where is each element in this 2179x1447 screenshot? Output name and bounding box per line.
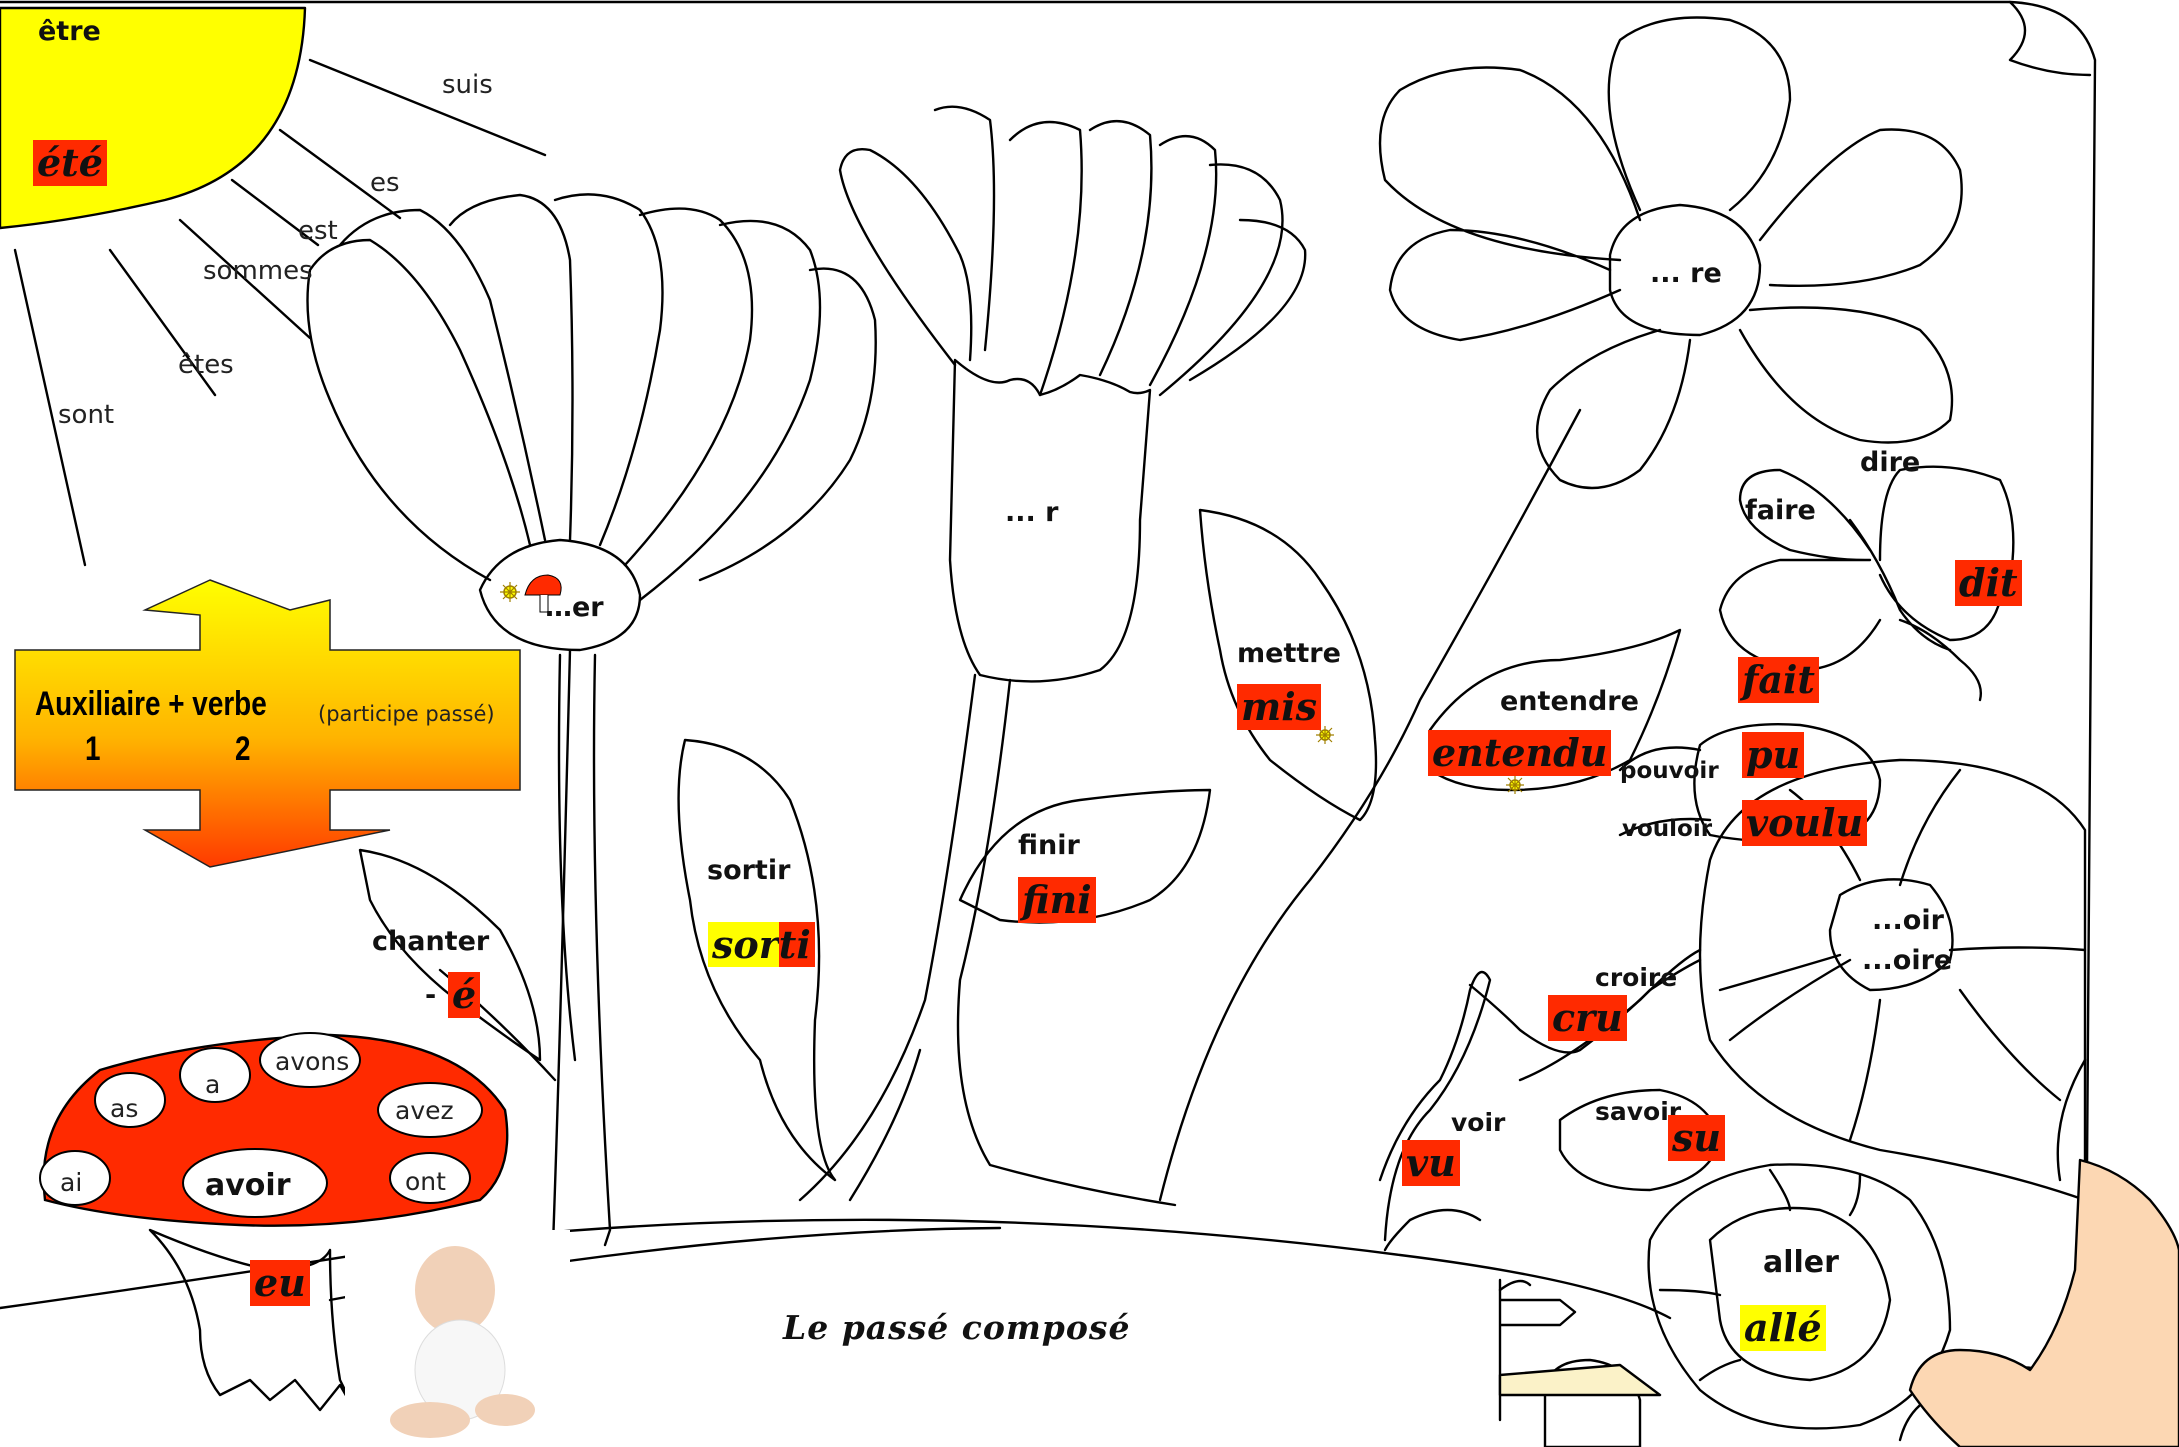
etre-form-etes: êtes [178, 350, 234, 380]
re-flower-petals [1378, 16, 1963, 490]
mushroom-icon [524, 574, 562, 613]
pouvoir-shell [1693, 722, 1882, 843]
sun-rays [13, 58, 547, 567]
re-flower-center [1608, 203, 1762, 337]
rule-note: (participe passé) [318, 702, 495, 726]
aller-infinitive: aller [1763, 1245, 1839, 1280]
sortir-infinitive: sortir [707, 855, 791, 886]
signpost [1498, 1278, 1577, 1422]
sun-icon [1506, 776, 1524, 794]
mettre-infinitive: mettre [1237, 638, 1341, 669]
dire-infinitive: dire [1860, 447, 1921, 478]
finir-infinitive: finir [1018, 830, 1080, 861]
ground [0, 1218, 1672, 1320]
sortir-participle-stem: sor [708, 922, 779, 967]
finir-participle: fini [1018, 877, 1096, 923]
faire-participle: fait [1738, 657, 1819, 703]
entendre-participle: entendu [1428, 730, 1612, 776]
mettre-leaf [1198, 508, 1378, 822]
etre-participle: été [33, 140, 107, 186]
chanter-leaf [358, 848, 542, 1062]
baby-photo [345, 1230, 570, 1447]
aller-participle: allé [1740, 1305, 1826, 1351]
rule-arrow [14, 579, 521, 868]
croire-participle: cru [1548, 995, 1627, 1041]
etre-form-sommes: sommes [203, 256, 313, 286]
sortir-leaf [677, 738, 837, 1182]
page-title: Le passé composé [783, 1308, 1131, 1347]
group-oir: ...oir [1872, 905, 1944, 936]
etre-label: être [38, 16, 101, 47]
faire-infinitive: faire [1745, 495, 1816, 526]
etre-form-sont: sont [58, 400, 115, 430]
vouloir-participle: voulu [1742, 800, 1868, 846]
sun-icon [500, 582, 520, 602]
etre-form-es: es [370, 168, 400, 198]
butterfly [1718, 465, 2015, 702]
pouvoir-infinitive: pouvoir [1620, 758, 1719, 784]
entendre-leaf [1428, 628, 1682, 792]
avoir-form-as: as [110, 1094, 139, 1123]
avoir-form-a: a [205, 1070, 221, 1099]
group-oire: ...oire [1862, 945, 1953, 976]
vouloir-infinitive: vouloir [1622, 816, 1713, 842]
avoir-participle: eu [250, 1260, 310, 1306]
group-er: …er [545, 592, 604, 623]
voir-infinitive: voir [1451, 1108, 1506, 1137]
avoir-form-avez: avez [395, 1096, 454, 1125]
rule-num-2: 2 [235, 730, 251, 768]
rule-num-1: 1 [85, 730, 101, 768]
chanter-infinitive: chanter [372, 926, 490, 957]
oir-shell [1698, 758, 2087, 1202]
group-re: ... re [1650, 258, 1722, 289]
mettre-participle: mis [1237, 684, 1322, 730]
croire-infinitive: croire [1595, 963, 1678, 992]
etre-form-suis: suis [442, 70, 493, 100]
er-flower-center [478, 538, 642, 652]
r-flower [948, 358, 1152, 683]
pouvoir-participle: pu [1742, 732, 1805, 778]
savoir-infinitive: savoir [1595, 1097, 1682, 1126]
sortir-participle: sorti [708, 922, 815, 968]
group-r: ... r [1005, 497, 1059, 528]
avoir-form-ont: ont [405, 1167, 446, 1196]
aller-shell [1647, 1163, 1952, 1430]
er-flower-petals [306, 193, 877, 602]
rule-verbe: verbe [192, 685, 267, 723]
rule-auxiliaire: Auxiliaire [35, 685, 161, 723]
voir-croire-shell [1378, 970, 1492, 1242]
rule-plus: + [168, 685, 185, 723]
etre-form-est: est [298, 216, 338, 246]
sun-icon [1316, 726, 1334, 744]
voir-participle: vu [1402, 1140, 1460, 1186]
avoir-form-avons: avons [275, 1047, 350, 1076]
rule-formula: Auxiliaire + verbe [35, 685, 267, 724]
page-frame [0, 0, 2097, 1447]
savoir-participle: su [1668, 1115, 1726, 1161]
hand [1908, 1158, 2179, 1447]
chanter-dash: - [425, 980, 437, 1011]
sortir-participle-ending: ti [778, 922, 815, 967]
avoir-form-ai: ai [60, 1168, 83, 1197]
chanter-participle: é [448, 972, 481, 1018]
entendre-infinitive: entendre [1500, 686, 1639, 717]
avoir-label: avoir [205, 1168, 291, 1203]
dire-participle: dit [1955, 560, 2022, 606]
